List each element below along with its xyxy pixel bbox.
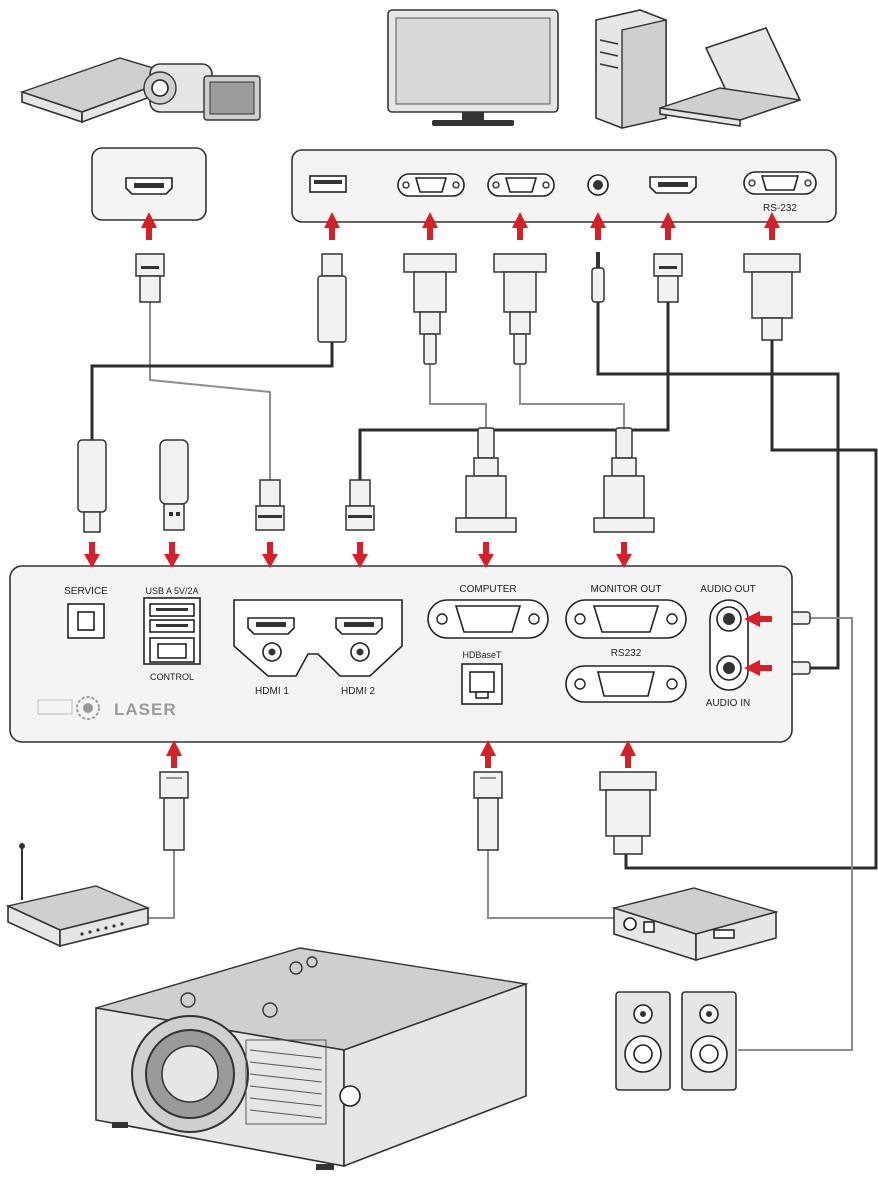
projector-icon — [95, 947, 529, 1170]
camcorder-hdmi-port — [125, 177, 173, 195]
pc-audio-jack — [587, 174, 609, 196]
hdmi-plug-hdmi2 — [345, 479, 375, 531]
arrow-up-pc-rs232 — [764, 212, 780, 240]
audio-in-label: AUDIO IN — [706, 698, 750, 709]
arrow-down-service — [84, 542, 100, 568]
audio-jack-group — [709, 599, 749, 691]
pc-usb-port — [309, 175, 347, 193]
arrow-down-computer — [478, 542, 494, 568]
audio-out-label: AUDIO OUT — [700, 584, 756, 595]
pc-hdmi-port — [649, 176, 697, 194]
monitor-out-label: MONITOR OUT — [591, 584, 662, 595]
arrow-up-pc-audio — [590, 212, 606, 240]
pc-output-panel — [291, 149, 837, 223]
computer-vga-port — [427, 599, 549, 639]
arrow-down-usb-a — [164, 542, 180, 568]
hdmi-plug-camcorder — [135, 253, 165, 303]
pc-rs232-port — [743, 171, 817, 195]
arrow-left-audio-in — [744, 660, 772, 676]
audio-plug-pc — [591, 252, 605, 303]
vga-plug-computer — [455, 427, 517, 533]
rs232-plug-projector — [599, 771, 657, 855]
connection-arrows — [84, 212, 780, 768]
rs232-label: RS232 — [611, 648, 642, 659]
monitor-icon — [387, 9, 559, 126]
arrow-up-pc-hdmi — [660, 212, 676, 240]
hdbaset-transmitter-icon — [611, 887, 779, 962]
hdmi2-label: HDMI 2 — [341, 686, 375, 697]
hdmi-plug-hdmi1 — [255, 479, 285, 531]
rs232-port — [565, 665, 687, 703]
vga-plug-pc-2 — [493, 253, 547, 365]
arrow-up-rs232 — [620, 740, 636, 768]
arrow-down-hdmi1 — [262, 542, 278, 568]
usb-plug-pc — [317, 253, 347, 343]
rj45-plug-hdbaset — [473, 771, 503, 851]
arrow-up-hdbaset — [480, 740, 496, 768]
pc-vga-port-2 — [487, 173, 555, 197]
computer-label: COMPUTER — [459, 584, 516, 595]
camcorder-icon — [19, 57, 261, 124]
control-port — [149, 637, 195, 663]
brand-laser-label: LASER — [114, 700, 177, 719]
router-icon — [5, 843, 151, 948]
hdbaset-port — [461, 663, 503, 705]
hdbaset-label: HDBaseT — [462, 650, 502, 660]
usb-a-label: USB A 5V/2A — [145, 586, 198, 596]
usb-b-plug-service — [77, 439, 107, 533]
arrow-down-hdmi2 — [352, 542, 368, 568]
rj45-plug-control — [159, 771, 189, 851]
usb-flash-drive — [159, 439, 189, 531]
arrow-up-pc-vga1 — [422, 212, 438, 240]
desktop-computer-icon — [595, 9, 667, 129]
vga-plug-monitor-out — [593, 427, 655, 533]
service-label: SERVICE — [64, 586, 108, 597]
monitor-out-vga-port — [565, 599, 687, 639]
pc-vga-port-1 — [397, 173, 465, 197]
service-port — [67, 603, 105, 639]
arrow-down-monitor-out — [616, 542, 632, 568]
brand-logo — [37, 696, 100, 720]
arrow-up-control — [166, 740, 182, 768]
cables — [90, 300, 878, 1051]
arrow-up-pc-vga2 — [512, 212, 528, 240]
rs232-top-label: RS-232 — [763, 203, 797, 214]
arrow-left-audio-out — [744, 611, 772, 627]
vga-plug-pc-1 — [403, 253, 457, 365]
hdmi-plug-pc — [653, 253, 683, 303]
laptop-icon — [659, 27, 802, 127]
arrow-up-camcorder-hdmi — [141, 212, 157, 240]
arrow-up-pc-usb — [324, 212, 340, 240]
hdmi1-label: HDMI 1 — [255, 686, 289, 697]
control-label: CONTROL — [150, 672, 194, 682]
speaker-icon — [615, 991, 737, 1091]
hdmi-port-group — [233, 599, 403, 677]
rs232-plug-pc — [743, 253, 801, 341]
